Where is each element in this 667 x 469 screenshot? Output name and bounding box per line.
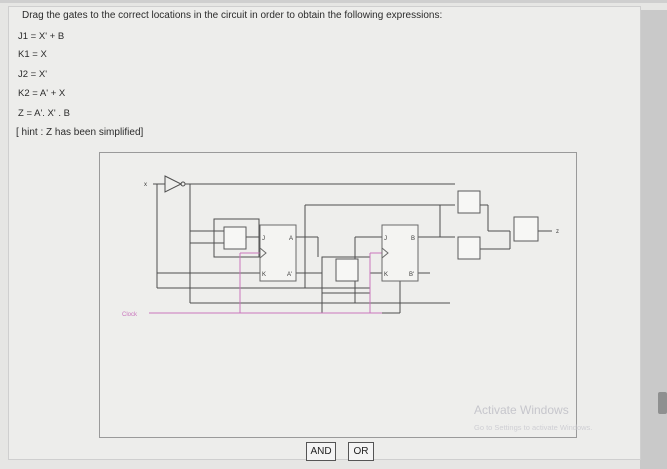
circuit-diagram: x z Clock J K A A' J K B B' — [99, 152, 577, 438]
ff2-qbar-label: B' — [409, 272, 414, 278]
activate-windows-title: Activate Windows — [474, 403, 569, 417]
ff1-k-label: K — [262, 272, 266, 278]
gate-slot-2[interactable] — [335, 258, 359, 282]
gate-slot-5[interactable] — [513, 216, 539, 242]
gate-slot-3[interactable] — [457, 190, 481, 214]
wires — [153, 175, 552, 314]
hint-text: [ hint : Z has been simplified] — [16, 127, 144, 138]
ff1-clock-triangle — [259, 247, 267, 259]
circuit-svg: x z Clock J K A A' J K B B' — [122, 175, 559, 318]
ff1-qbar-label: A' — [287, 272, 292, 278]
gate-slot-4[interactable] — [457, 236, 481, 260]
expression-j1: J1 = X' + B — [18, 31, 65, 42]
question-instruction: Drag the gates to the correct locations … — [22, 10, 443, 21]
scrollbar-thumb[interactable] — [658, 392, 667, 414]
ff1-q-label: A — [289, 236, 293, 242]
expression-j2: J2 = X' — [18, 69, 48, 80]
ff2-j-label: J — [384, 236, 387, 242]
input-x-label: x — [144, 182, 147, 188]
activate-windows-subtitle: Go to Settings to activate Windows. — [474, 423, 593, 432]
ff2-k-label: K — [384, 272, 388, 278]
clock-label: Clock — [122, 312, 138, 318]
ff1-j-label: J — [262, 236, 265, 242]
gate-slot-1[interactable] — [223, 226, 247, 250]
ff2-clock-triangle — [381, 247, 389, 259]
top-edge — [0, 0, 667, 3]
expression-z: Z = A'. X' . B — [18, 108, 70, 119]
expression-k1: K1 = X — [18, 49, 47, 60]
or-gate-button[interactable]: OR — [348, 442, 374, 461]
ff1-feedback-loop — [213, 218, 260, 258]
circuit-labels: x z Clock J K A A' J K B B' — [122, 182, 559, 318]
output-z-label: z — [556, 229, 559, 235]
ff2-q-label: B — [411, 236, 415, 242]
input-buffer-gate — [164, 175, 183, 193]
clock-wires — [149, 252, 382, 314]
expression-k2: K2 = A' + X — [18, 88, 66, 99]
and-gate-button[interactable]: AND — [306, 442, 336, 461]
